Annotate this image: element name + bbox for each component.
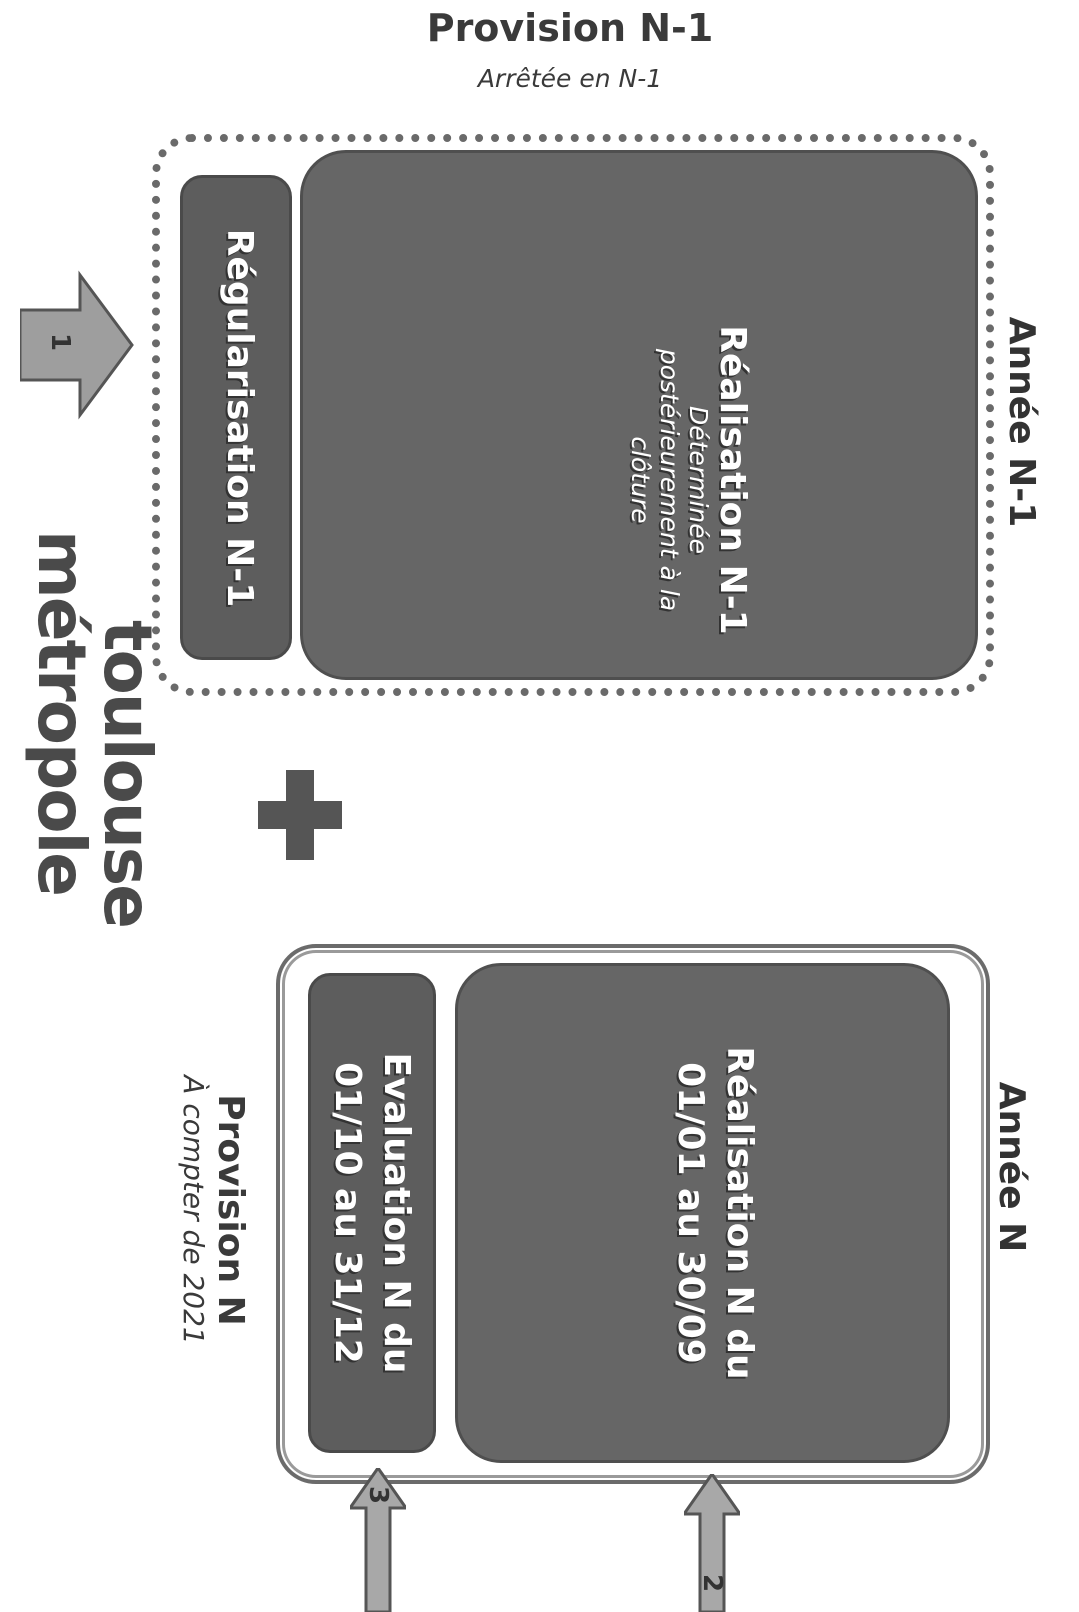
provision-n-block: Provision N À compter de 2021 — [151, 1045, 251, 1375]
arrow-2-icon — [684, 1474, 740, 1612]
evaluation-n-text: Evaluation N du 01/10 au 31/12 — [324, 973, 420, 1453]
year-n-label: Année N — [991, 1081, 1032, 1253]
year-n-group-frame — [276, 944, 990, 1484]
toulouse-metropole-logo: toulouse métropole — [0, 530, 166, 950]
realisation-n-text: Réalisation N du 01/01 au 30/09 — [667, 973, 763, 1453]
provision-n1-subtitle: Arrêtée en N-1 — [477, 64, 663, 93]
arrow-3-number: 3 — [363, 1485, 393, 1505]
year-n1-label: Année N-1 — [1001, 316, 1042, 528]
realisation-n-line1: Réalisation N du — [719, 1046, 760, 1380]
realisation-n1-title: Réalisation N-1 — [712, 325, 753, 635]
regularisation-n1-box — [180, 175, 292, 660]
realisation-n1-line3: clôture — [626, 436, 656, 524]
regularisation-n1-label: Régularisation N-1 — [219, 228, 260, 608]
provision-n-subtitle: À compter de 2021 — [177, 1075, 210, 1345]
logo-line-1: toulouse — [89, 620, 166, 927]
realisation-n-line2: 01/01 au 30/09 — [670, 1062, 712, 1364]
arrow-1-icon — [20, 270, 134, 420]
realisation-n1-line2: postérieurement à la — [654, 348, 684, 612]
evaluation-n-line2: 01/10 au 31/12 — [327, 1062, 369, 1364]
plus-icon — [258, 770, 342, 860]
arrow-2-number: 2 — [697, 1573, 727, 1593]
provision-n1-title: Provision N-1 — [426, 6, 714, 50]
evaluation-n-line1: Evaluation N du — [376, 1052, 417, 1374]
realisation-n1-text: Réalisation N-1 Déterminée postérieureme… — [523, 230, 753, 730]
year-n1-group-frame — [152, 134, 994, 696]
realisation-n1-box — [300, 150, 978, 680]
realisation-n-box — [455, 963, 950, 1463]
arrow-3-icon — [350, 1468, 406, 1612]
logo-line-2: métropole — [23, 530, 100, 895]
arrow-1-number: 1 — [45, 332, 75, 352]
provision-n-title: Provision N — [210, 1094, 251, 1326]
evaluation-n-box — [308, 973, 436, 1453]
realisation-n1-line1: Déterminée — [683, 406, 713, 554]
